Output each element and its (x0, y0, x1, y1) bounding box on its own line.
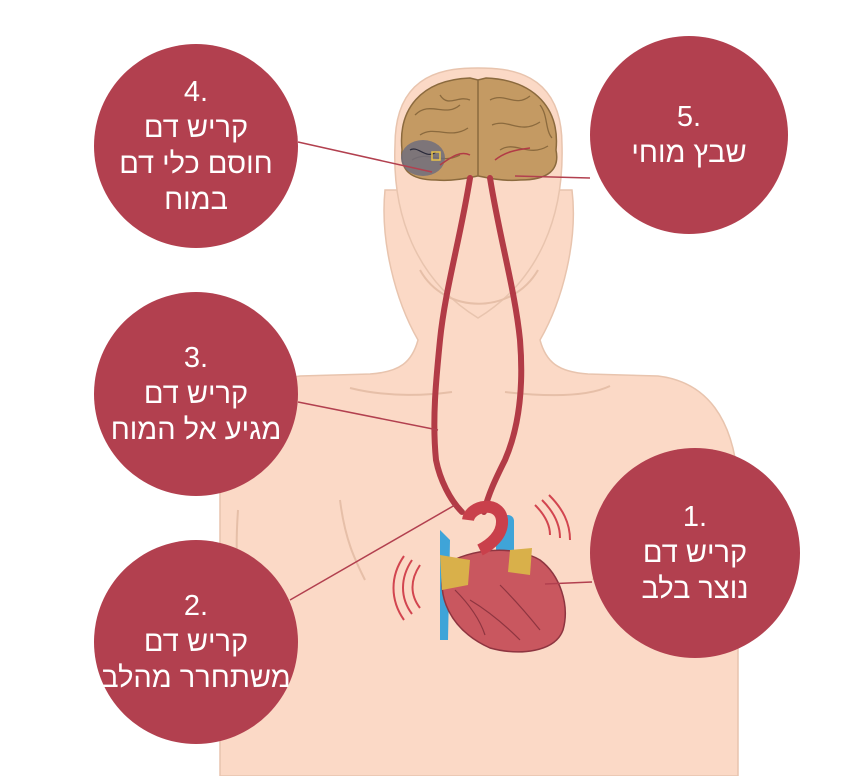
step-5-number: 5. (676, 101, 702, 133)
leader-line-1 (544, 581, 593, 585)
brain (400, 77, 558, 182)
step-4-line1: קריש דם (143, 112, 249, 144)
step-1-number: 1. (682, 501, 708, 533)
carotid-artery-right (481, 175, 525, 515)
leader-line-3 (297, 401, 439, 431)
step-3-bubble: 3. קריש דם מגיע אל המוח (94, 292, 298, 496)
step-1-line2: נוצר בלב (641, 573, 749, 605)
clot-marker (431, 151, 441, 161)
step-4-line3: במוח (164, 184, 228, 216)
step-1-bubble: 1. קריש דם נוצר בלב (590, 448, 800, 658)
step-4-line2: חוסם כלי דם (119, 148, 273, 180)
step-2-line2: משתחרר מהלב (101, 662, 291, 694)
leader-line-2 (289, 504, 456, 601)
collarbone-left (349, 387, 453, 396)
carotid-artery-left (431, 175, 473, 515)
pulse-marks-left (392, 555, 421, 621)
step-3-line2: מגיע אל המוח (110, 414, 282, 446)
step-2-line1: קריש דם (143, 626, 249, 658)
heart (440, 500, 566, 653)
step-3-line1: קריש דם (143, 378, 249, 410)
step-5-line1: שבץ מוחי (631, 137, 747, 169)
step-4-number: 4. (183, 76, 209, 108)
body-silhouette (219, 189, 739, 776)
leader-line-4 (297, 141, 433, 173)
step-2-bubble: 2. קריש דם משתחרר מהלב (94, 540, 298, 744)
leader-line-5 (514, 175, 591, 179)
step-3-number: 3. (183, 342, 209, 374)
pulse-marks-right (534, 494, 571, 541)
step-4-bubble: 4. קריש דם חוסם כלי דם במוח (94, 44, 298, 248)
step-5-bubble: 5. שבץ מוחי (590, 36, 788, 234)
jaw-line (419, 269, 539, 305)
collarbone-right (504, 385, 611, 397)
step-2-number: 2. (183, 590, 209, 622)
step-1-line1: קריש דם (642, 537, 748, 569)
chest-line-left (339, 499, 366, 581)
